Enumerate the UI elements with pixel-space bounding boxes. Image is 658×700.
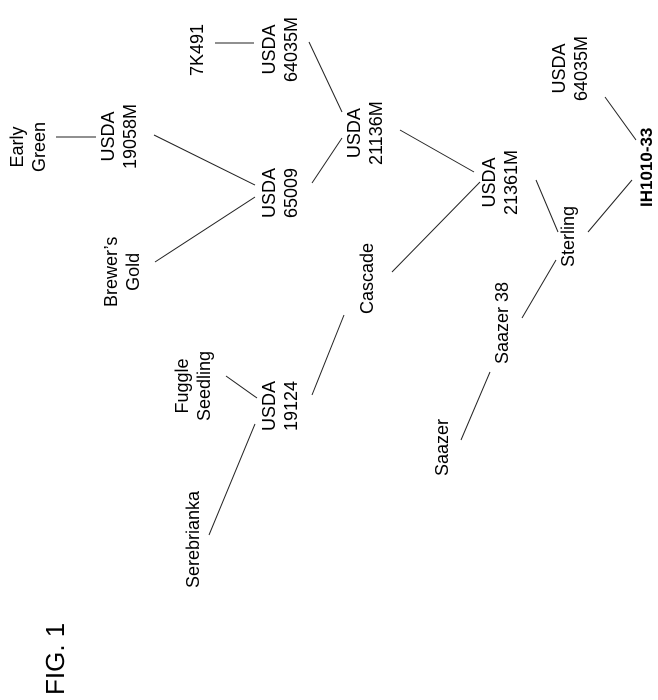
edge-usda21361m-sterling	[535, 179, 559, 233]
node-ih1010-33: IH1010-33	[637, 127, 656, 207]
edge-usda64035m-ih1010-33	[604, 96, 637, 141]
edge-fuggleseedling-usda19124	[225, 375, 258, 399]
edge-usda19124-cascade	[311, 314, 345, 396]
node-usda-65009: USDA 65009	[259, 167, 301, 218]
node-cascade: Cascade	[357, 242, 377, 314]
node-7k491: 7K491	[187, 23, 207, 76]
node-usda-19124: USDA 19124	[259, 380, 301, 431]
node-usda-21136m: USDA 21136M	[344, 101, 386, 165]
edge-saazer-saazer38	[460, 371, 491, 441]
edge-cascade-usda21361m	[391, 181, 481, 273]
edge-sterling-ih1010-33	[587, 179, 633, 233]
node-sterling: Sterling	[558, 205, 578, 267]
edge-usda21136m-usda21361m	[399, 129, 475, 173]
node-serebrianka: Serebrianka	[183, 490, 203, 588]
node-brewers-gold: Brewer’s Gold	[101, 236, 143, 307]
node-usda-64035m-grandparent: USDA 64035M	[259, 16, 301, 82]
node-usda-64035m-parent: USDA 64035M	[549, 35, 591, 101]
edge-brewersgold-usda65009	[154, 196, 256, 263]
edge-serebrianka-usda19124	[208, 423, 256, 536]
node-saazer: Saazer	[432, 418, 452, 476]
node-early-green: Early Green	[7, 121, 49, 172]
figure-label: FIG. 1	[40, 622, 70, 695]
edge-usda65009-usda21136m	[311, 137, 343, 184]
edge-saazer38-sterling	[521, 259, 557, 319]
node-usda-19058m: USDA 19058M	[98, 103, 140, 169]
node-saazer-38: Saazer 38	[492, 281, 512, 364]
edge-usda64035m-usda21136m	[308, 41, 343, 113]
edge-usda19058m-usda65009	[153, 134, 256, 186]
node-fuggle-seedling: Fuggle Seedling	[172, 350, 214, 421]
node-usda-21361m: USDA 21361M	[479, 149, 521, 215]
